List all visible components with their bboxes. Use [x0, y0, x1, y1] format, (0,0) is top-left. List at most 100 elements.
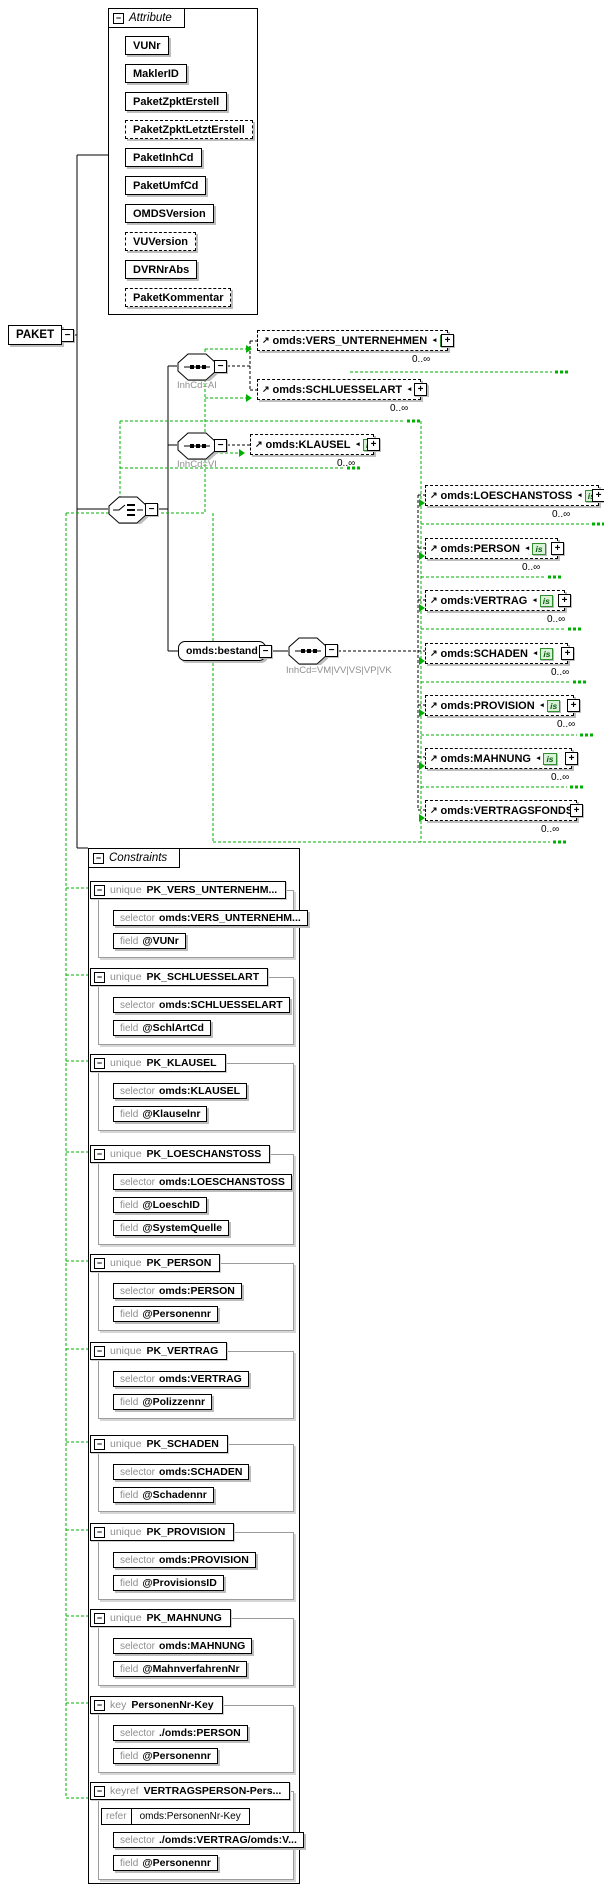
attribute-vuversion[interactable]: VUVersion: [125, 232, 197, 251]
attribute-vunr[interactable]: VUNr: [125, 36, 169, 55]
attribute-paketzpktletzterstell[interactable]: PaketZpktLetztErstell: [125, 120, 253, 139]
collapse-icon[interactable]: −: [94, 1257, 105, 1269]
attribute-name: DVRNrAbs: [133, 263, 190, 276]
constraint-header[interactable]: − unique PK_SCHADEN: [90, 1435, 228, 1453]
attribute-paketumfcd[interactable]: PaketUmfCd: [125, 176, 207, 195]
element-bestand[interactable]: omds:bestand: [178, 641, 266, 661]
expand-icon[interactable]: +: [441, 334, 454, 347]
cardinality-label: 0..∞: [337, 458, 356, 469]
element-schluesselart[interactable]: ↗ omds:SCHLUESSELART ◄ is +: [257, 379, 428, 400]
constraint-field[interactable]: field@ProvisionsID: [113, 1575, 224, 1591]
constraint-header[interactable]: − key PersonenNr-Key: [90, 1696, 223, 1714]
constraint-field[interactable]: field@Personennr: [113, 1748, 218, 1764]
constraint-header[interactable]: − unique PK_LOESCHANSTOSS: [90, 1145, 271, 1163]
constraint-field[interactable]: field@VUNr: [113, 933, 186, 949]
element-vertragsfonds[interactable]: ↗ omds:VERTRAGSFONDS +: [425, 800, 583, 821]
constraint-header[interactable]: − keyref VERTRAGSPERSON-Pers...: [90, 1782, 291, 1800]
collapse-icon[interactable]: −: [94, 1699, 105, 1711]
constraint-header[interactable]: − unique PK_MAHNUNG: [90, 1609, 231, 1627]
row-value: @MahnverfahrenNr: [142, 1663, 240, 1675]
expand-icon[interactable]: +: [565, 752, 578, 765]
constraint-selector[interactable]: selector./omds:VERTRAG/omds:V...: [113, 1832, 304, 1848]
row-label: field: [120, 1858, 139, 1869]
is-badge: is: [532, 542, 546, 555]
constraint-field[interactable]: field@MahnverfahrenNr: [113, 1661, 247, 1677]
constraint-selector[interactable]: selector./omds:PERSON: [113, 1725, 248, 1741]
attribute-paketinhcd[interactable]: PaketInhCd: [125, 148, 202, 167]
collapse-icon[interactable]: −: [214, 439, 227, 452]
collapse-icon[interactable]: −: [94, 1438, 105, 1450]
element-provision[interactable]: ↗ omds:PROVISION ◄ is +: [425, 695, 580, 716]
constraint-field[interactable]: field@LoeschID: [113, 1197, 207, 1213]
collapse-icon[interactable]: −: [145, 503, 158, 516]
element-name: omds:PROVISION: [440, 699, 535, 712]
element-vertrag[interactable]: ↗ omds:VERTRAG ◄ is +: [425, 590, 571, 611]
collapse-icon[interactable]: −: [93, 852, 104, 864]
expand-icon[interactable]: +: [558, 594, 571, 607]
expand-icon[interactable]: +: [414, 383, 427, 396]
constraint-field[interactable]: field@Personennr: [113, 1306, 218, 1322]
collapse-icon[interactable]: −: [94, 1345, 105, 1357]
constraint-header[interactable]: − unique PK_VERTRAG: [90, 1342, 228, 1360]
collapse-icon[interactable]: −: [214, 360, 227, 373]
attribute-paketkommentar[interactable]: PaketKommentar: [125, 288, 232, 307]
expand-icon[interactable]: +: [592, 489, 604, 502]
sequence-compositor-vi[interactable]: [177, 432, 217, 460]
element-vers-unternehmen[interactable]: ↗ omds:VERS_UNTERNEHMEN ◄ is +: [257, 330, 454, 351]
constraint-header[interactable]: − unique PK_PERSON: [90, 1254, 221, 1272]
choice-compositor[interactable]: [108, 496, 148, 524]
collapse-icon[interactable]: −: [94, 971, 105, 983]
constraint-field[interactable]: field@Personennr: [113, 1855, 218, 1871]
expand-icon[interactable]: +: [567, 699, 580, 712]
element-klausel[interactable]: ↗ omds:KLAUSEL ◄ is +: [250, 434, 380, 455]
collapse-icon[interactable]: −: [94, 1148, 105, 1160]
attribute-dvrnrabs[interactable]: DVRNrAbs: [125, 260, 198, 279]
sequence-compositor-ai[interactable]: [177, 353, 217, 381]
constraint-field[interactable]: field@Klauselnr: [113, 1106, 208, 1122]
element-person[interactable]: ↗ omds:PERSON ◄ is +: [425, 538, 564, 559]
reference-arrow-icon: ↗: [430, 753, 438, 763]
constraint-field[interactable]: field@SystemQuelle: [113, 1220, 230, 1236]
expand-icon[interactable]: +: [551, 542, 564, 555]
badge-arrow-icon: ◄: [524, 545, 531, 552]
collapse-icon[interactable]: −: [113, 12, 124, 24]
collapse-icon[interactable]: −: [94, 1057, 105, 1069]
collapse-icon[interactable]: −: [61, 329, 74, 342]
attribute-omdsversion[interactable]: OMDSVersion: [125, 204, 214, 223]
constraint-header[interactable]: − unique PK_SCHLUESSELART: [90, 968, 269, 986]
element-mahnung[interactable]: ↗ omds:MAHNUNG ◄ is +: [425, 748, 578, 769]
constraint-header[interactable]: − unique PK_PROVISION: [90, 1523, 235, 1541]
attribute-name: MaklerID: [133, 67, 179, 80]
collapse-icon[interactable]: −: [94, 1526, 105, 1538]
attribute-maklerid[interactable]: MaklerID: [125, 64, 187, 83]
row-value: omds:SCHLUESSELART: [159, 999, 283, 1011]
collapse-icon[interactable]: −: [94, 884, 105, 896]
constraint-field[interactable]: field@SchlArtCd: [113, 1020, 211, 1036]
row-label: selector: [120, 1177, 156, 1188]
collapse-icon[interactable]: −: [259, 645, 272, 658]
sequence-compositor-bestand[interactable]: [288, 637, 328, 665]
element-schaden[interactable]: ↗ omds:SCHADEN ◄ is +: [425, 643, 574, 664]
constraint-field[interactable]: field@Schadennr: [113, 1487, 214, 1503]
collapse-icon[interactable]: −: [325, 644, 338, 657]
root-element-paket[interactable]: PAKET: [8, 325, 63, 345]
collapse-icon[interactable]: −: [94, 1785, 105, 1797]
expand-icon[interactable]: +: [561, 647, 574, 660]
constraint-header[interactable]: − unique PK_KLAUSEL: [90, 1054, 226, 1072]
element-loeschanstoss[interactable]: ↗ omds:LOESCHANSTOSS ◄ is +: [425, 485, 604, 506]
expand-icon[interactable]: +: [570, 804, 583, 817]
attribute-paketzpkterstell[interactable]: PaketZpktErstell: [125, 92, 228, 111]
collapse-icon[interactable]: −: [94, 1612, 105, 1624]
expand-icon[interactable]: +: [367, 438, 380, 451]
constraint-header[interactable]: − unique PK_VERS_UNTERNEHM...: [90, 881, 287, 899]
constraint-field[interactable]: field@Polizzennr: [113, 1394, 213, 1410]
